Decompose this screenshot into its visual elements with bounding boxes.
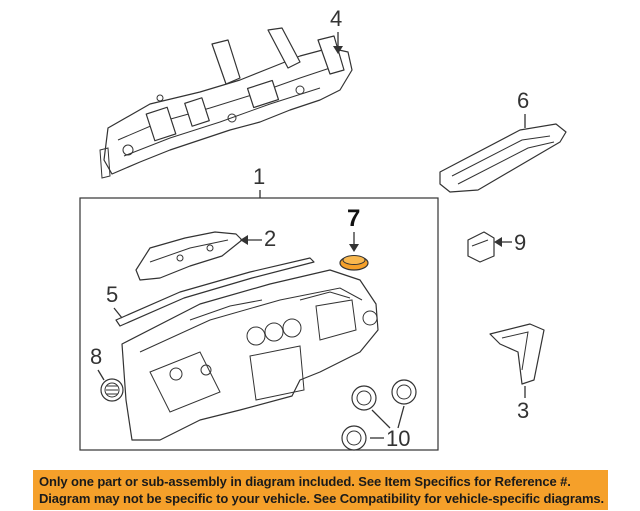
part-10-vents bbox=[341, 379, 417, 451]
leader-4-arrow bbox=[333, 46, 343, 54]
callout-8: 8 bbox=[90, 344, 102, 369]
leader-9-arrow bbox=[494, 237, 502, 247]
leader-10b bbox=[371, 409, 391, 429]
part-8-side-vent bbox=[100, 378, 124, 402]
assembly-1-box bbox=[79, 197, 439, 451]
part-9-clip bbox=[467, 231, 495, 263]
notice-line-1: Only one part or sub-assembly in diagram… bbox=[39, 474, 571, 489]
part-3-bracket bbox=[489, 323, 545, 385]
callout-4: 4 bbox=[330, 6, 342, 31]
leader-5 bbox=[113, 307, 123, 319]
callout-2: 2 bbox=[264, 226, 276, 251]
callout-9: 9 bbox=[514, 230, 526, 255]
part-4-dash-frame bbox=[99, 27, 353, 179]
callout-3: 3 bbox=[517, 398, 529, 423]
notice-banner: Only one part or sub-assembly in diagram… bbox=[33, 470, 608, 510]
leader-2-arrow bbox=[240, 235, 248, 245]
callout-6: 6 bbox=[517, 88, 529, 113]
notice-line-2: Diagram may not be specific to your vehi… bbox=[39, 491, 605, 506]
leader-10c bbox=[397, 405, 405, 429]
part-5-seal-strip bbox=[115, 257, 315, 327]
callout-5: 5 bbox=[106, 282, 118, 307]
leader-8 bbox=[97, 369, 105, 381]
callout-1: 1 bbox=[253, 164, 265, 189]
part-6-trim-panel bbox=[439, 123, 567, 193]
callout-10: 10 bbox=[386, 426, 410, 451]
leader-7-arrow bbox=[349, 244, 359, 252]
callout-7: 7 bbox=[347, 205, 360, 232]
part-1-dash-panel bbox=[121, 269, 379, 441]
part-2-top-cover bbox=[135, 231, 243, 281]
part-7-plug bbox=[339, 255, 369, 271]
